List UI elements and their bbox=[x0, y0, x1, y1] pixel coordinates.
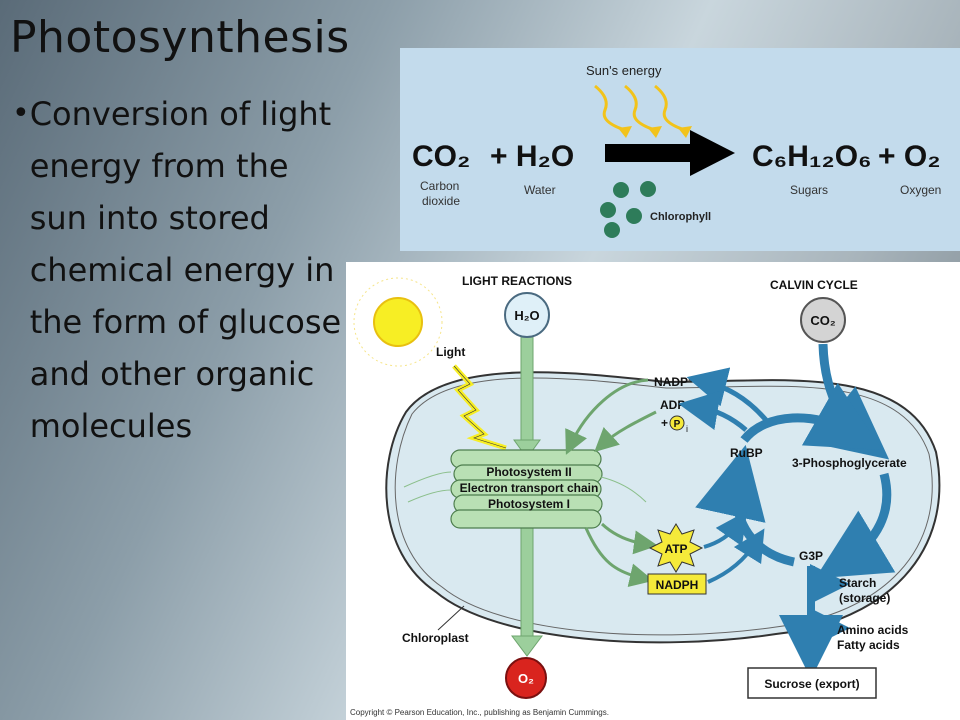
pi-label: P bbox=[674, 419, 681, 430]
light-bolt-outline bbox=[453, 365, 507, 449]
fatty-acids-label: Fatty acids bbox=[837, 638, 900, 652]
calvin-arrow-pga-to-g3p bbox=[815, 472, 896, 579]
etc-label: Electron transport chain bbox=[460, 481, 599, 495]
chloroplast-label: Chloroplast bbox=[402, 631, 469, 645]
chloroplast-pointer bbox=[437, 605, 465, 631]
o2-arrow bbox=[520, 517, 534, 639]
thylakoid-stack bbox=[450, 449, 603, 529]
equation-panel: Sun's energy CO₂ Carbon dioxide + H₂O Wa… bbox=[400, 48, 960, 251]
g3p-label: G3P bbox=[799, 549, 823, 563]
h2o-circle-label: H₂O bbox=[514, 308, 539, 323]
o2-formula: + O₂ bbox=[878, 140, 941, 173]
sun-rays-icon bbox=[594, 84, 686, 132]
o2-arrowhead bbox=[511, 635, 543, 657]
to-atp-arrow bbox=[600, 522, 658, 555]
o2-circle bbox=[505, 657, 547, 699]
glucose-label: Sugars bbox=[790, 183, 828, 197]
light-reactions-heading: LIGHT REACTIONS bbox=[462, 274, 572, 288]
thylakoid-lamellae bbox=[403, 471, 647, 503]
h2o-label: Water bbox=[524, 183, 556, 197]
o2-label: Oxygen bbox=[900, 183, 941, 197]
sucrose-box bbox=[747, 667, 877, 699]
h2o-arrowhead bbox=[513, 439, 541, 459]
calvin-cycle-heading: CALVIN CYCLE bbox=[770, 278, 858, 292]
nadph-box bbox=[647, 573, 707, 595]
reaction-arrow-icon bbox=[605, 130, 735, 176]
sucrose-label: Sucrose (export) bbox=[764, 677, 859, 691]
photosystem-i-label: Photosystem I bbox=[488, 497, 570, 511]
sun-icon bbox=[353, 277, 443, 367]
pi-prefix: + bbox=[661, 416, 668, 430]
calvin-arrow-rubp-to-pga bbox=[740, 382, 883, 450]
amino-acids-label: Amino acids bbox=[837, 623, 909, 637]
glucose-formula: C₆H₁₂O₆ bbox=[752, 140, 872, 173]
nadp-label: NADP⁺ bbox=[654, 375, 694, 389]
slide-title: Photosynthesis bbox=[10, 12, 350, 63]
to-nadph-arrow bbox=[584, 527, 654, 587]
h2o-formula: + H₂O bbox=[490, 140, 574, 173]
calvin-arrow-to-nadp bbox=[686, 367, 768, 422]
bullet-point: • Conversion of light energy from the su… bbox=[12, 88, 352, 452]
pga-label: 3-Phosphoglycerate bbox=[792, 456, 907, 470]
nadp-return-arrow bbox=[565, 378, 649, 455]
o2-circle-label: O₂ bbox=[518, 671, 534, 686]
co2-formula: CO₂ bbox=[412, 140, 470, 173]
light-label: Light bbox=[436, 345, 465, 359]
copyright-text: Copyright © Pearson Education, Inc., pub… bbox=[350, 708, 609, 717]
storage-label: (storage) bbox=[839, 591, 890, 605]
atp-label: ATP bbox=[664, 542, 687, 556]
sun-energy-label: Sun's energy bbox=[586, 63, 662, 78]
starch-label: Starch bbox=[839, 576, 876, 590]
h2o-arrow bbox=[520, 333, 534, 443]
photosystem-ii-label: Photosystem II bbox=[486, 465, 571, 479]
co2-circle bbox=[800, 297, 846, 343]
sun-ray-arrowheads bbox=[618, 126, 692, 138]
pi-subscript: i bbox=[686, 424, 688, 434]
diagram-panel: LIGHT REACTIONS CALVIN CYCLE Light H₂O O… bbox=[346, 262, 960, 720]
co2-label-line1: Carbon bbox=[420, 179, 459, 193]
rubp-label: RuBP bbox=[730, 446, 763, 460]
co2-label-line2: dioxide bbox=[422, 194, 460, 208]
atp-to-calvin-arrow bbox=[703, 510, 748, 549]
nadph-to-calvin-arrow bbox=[707, 528, 765, 584]
adp-label: ADP bbox=[660, 398, 685, 412]
atp-burst-icon bbox=[648, 523, 704, 573]
adp-return-arrow bbox=[594, 410, 657, 453]
chloroplast-inner-membrane bbox=[394, 377, 933, 636]
chlorophyll-label: Chlorophyll bbox=[650, 211, 711, 223]
h2o-circle bbox=[504, 292, 550, 338]
bullet-symbol: • bbox=[12, 96, 30, 131]
calvin-arrow-to-adp bbox=[678, 390, 748, 432]
co2-circle-label: CO₂ bbox=[810, 313, 836, 328]
nadph-label: NADPH bbox=[656, 578, 699, 592]
bullet-text: Conversion of light energy from the sun … bbox=[29, 95, 342, 445]
chlorophyll-icon bbox=[600, 181, 656, 238]
